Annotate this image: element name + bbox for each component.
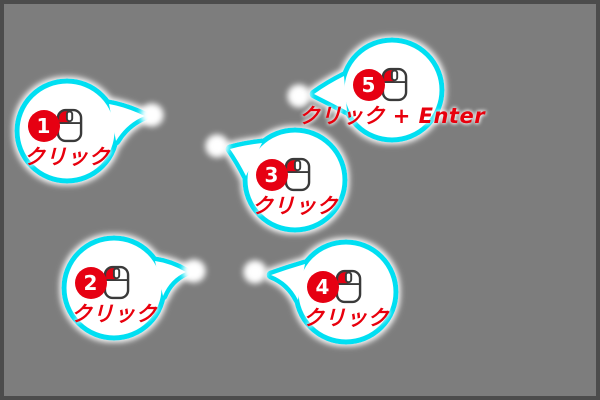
bubble-3-label: クリック (252, 194, 338, 218)
step-number-badge: 1 (27, 109, 60, 142)
instruction-bubble-1: 1 クリック (17, 81, 117, 181)
click-target-dot-1[interactable] (138, 101, 166, 129)
bubble-2-label: クリック (71, 302, 157, 326)
click-target-dot-4[interactable] (241, 258, 269, 286)
click-target-dot-2[interactable] (180, 257, 208, 285)
mouse-left-click-icon (335, 269, 361, 304)
bubble-4-icon-row: 4 (306, 269, 362, 304)
instruction-bubble-3: 3 クリック (245, 130, 345, 230)
instruction-bubble-4: 4 クリック (296, 242, 396, 342)
mouse-left-click-icon (284, 157, 310, 192)
click-target-dot-5[interactable] (285, 82, 313, 110)
step-number-badge: 3 (255, 158, 288, 191)
mouse-left-click-icon (103, 265, 129, 300)
mouse-left-click-icon (56, 108, 82, 143)
instruction-bubble-2: 2 クリック (64, 238, 164, 338)
bubble-1-label: クリック (24, 145, 110, 169)
mouse-left-click-icon (381, 67, 407, 102)
step-number-badge: 5 (352, 68, 385, 101)
bubble-3-icon-row: 3 (255, 157, 311, 192)
step-number-badge: 2 (74, 266, 107, 299)
bubble-2-icon-row: 2 (74, 265, 130, 300)
bubble-4-label: クリック (303, 306, 389, 330)
click-target-dot-3[interactable] (203, 132, 231, 160)
step-number-badge: 4 (306, 270, 339, 303)
bubble-1-icon-row: 1 (27, 108, 83, 143)
instruction-bubble-5: 5 クリック + Enter (299, 40, 485, 140)
bubble-5-icon-row: 5 (352, 67, 408, 102)
bubble-5-label: クリック + Enter (298, 104, 486, 128)
